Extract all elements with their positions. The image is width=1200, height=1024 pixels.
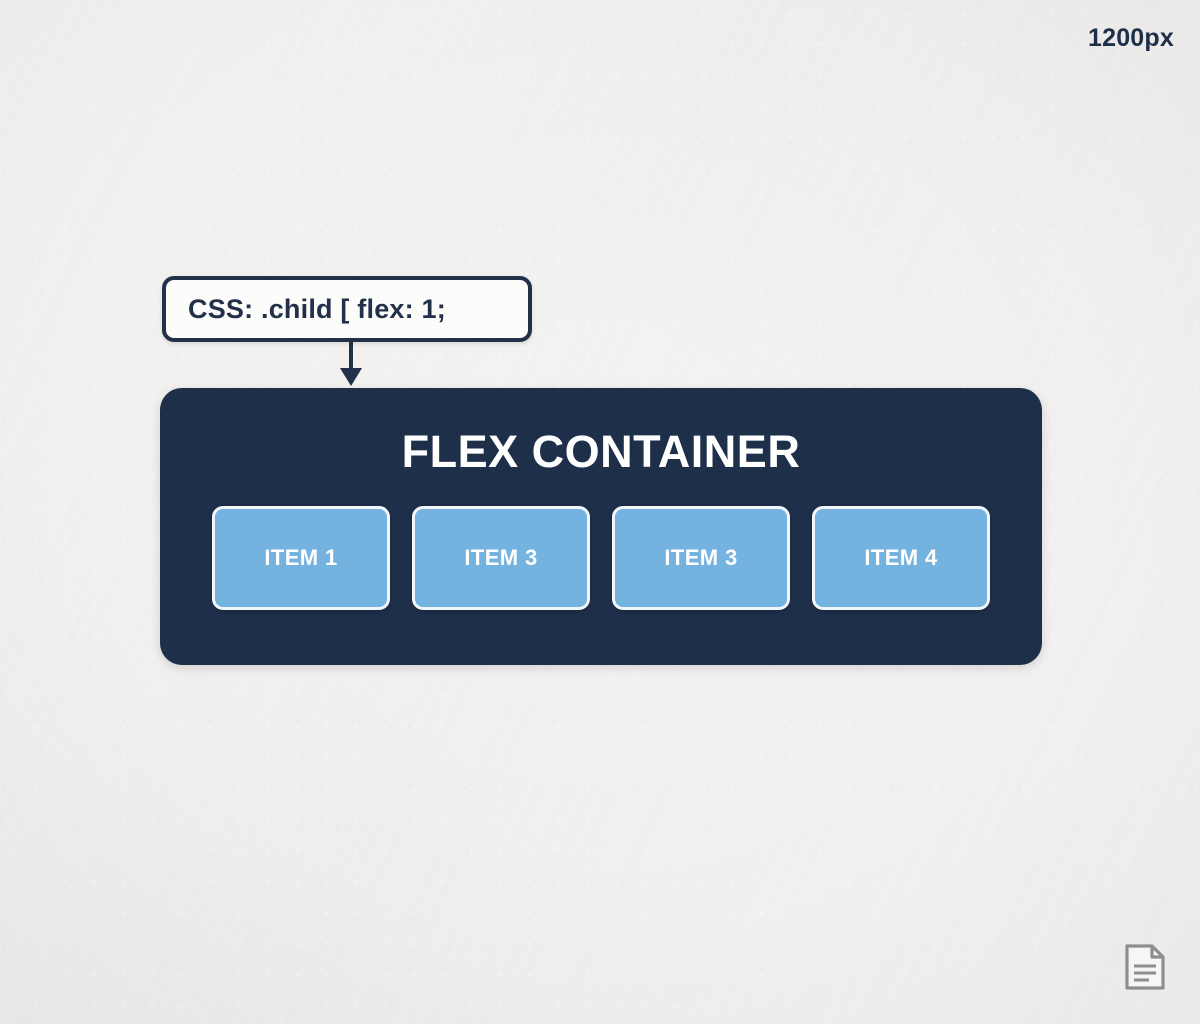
- document-icon[interactable]: [1123, 943, 1167, 991]
- canvas-width-label: 1200px: [1088, 24, 1174, 52]
- css-callout-box: CSS: .child [ flex: 1;: [162, 276, 532, 342]
- css-callout-text: CSS: .child [ flex: 1;: [188, 293, 446, 324]
- flex-container-title: FLEX CONTAINER: [401, 426, 801, 477]
- flex-item[interactable]: ITEM 3: [412, 506, 590, 610]
- flex-items-row: ITEM 1 ITEM 3 ITEM 3 ITEM 4: [212, 506, 990, 610]
- flex-item-label: ITEM 3: [664, 545, 738, 570]
- flex-item-label: ITEM 4: [864, 545, 938, 570]
- flex-item-label: ITEM 3: [464, 545, 538, 570]
- flex-item[interactable]: ITEM 3: [612, 506, 790, 610]
- down-arrow-icon: [340, 341, 362, 386]
- flex-container-box: FLEX CONTAINER ITEM 1 ITEM 3 ITEM 3 ITEM…: [160, 388, 1042, 665]
- flex-item[interactable]: ITEM 4: [812, 506, 990, 610]
- flex-item-label: ITEM 1: [264, 545, 338, 570]
- flex-item[interactable]: ITEM 1: [212, 506, 390, 610]
